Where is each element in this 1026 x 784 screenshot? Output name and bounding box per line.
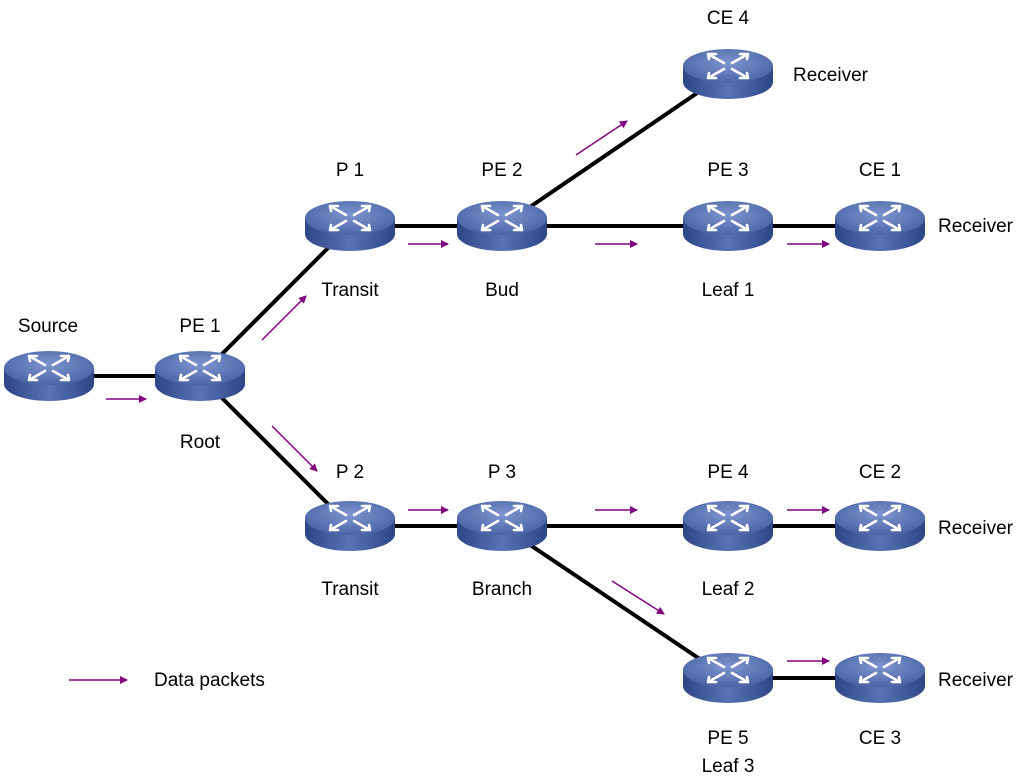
arrow-icon (271, 425, 318, 472)
router-icon-p1 (304, 199, 396, 253)
router-icon-source (3, 349, 95, 403)
device-name-p1: P 1 (336, 160, 364, 181)
arrow-icon (575, 120, 628, 156)
device-role-pe2: Bud (485, 280, 519, 301)
link-p3-pe5 (500, 524, 730, 680)
device-name-pe5: PE 5 (707, 728, 748, 749)
arrow-icon (261, 295, 307, 341)
data-packet-arrows (106, 120, 830, 665)
router-icon-ce2 (834, 499, 926, 553)
device-name-pe1: PE 1 (179, 316, 220, 337)
device-name-p3: P 3 (488, 462, 516, 483)
device-role-ce1: Receiver (938, 216, 1014, 237)
device-role-ce4: Receiver (793, 65, 869, 86)
device-role-pe4: Leaf 2 (702, 579, 755, 600)
router-icon-pe1 (154, 349, 246, 403)
device-name-ce1: CE 1 (859, 160, 901, 181)
device-name-p2: P 2 (336, 462, 364, 483)
router-icon-ce1 (834, 199, 926, 253)
device-name-pe4: PE 4 (707, 462, 749, 483)
arrow-icon (611, 580, 665, 615)
device-role-ce2: Receiver (938, 518, 1014, 539)
router-icon-ce3 (834, 651, 926, 705)
router-icon-pe3 (682, 199, 774, 253)
legend-label: Data packets (154, 670, 265, 691)
router-icon-ce4 (682, 47, 774, 101)
link-pe1-p2 (198, 374, 352, 528)
device-role-p2: Transit (321, 579, 379, 600)
device-name-pe2: PE 2 (481, 160, 522, 181)
device-name-pe3: PE 3 (707, 160, 748, 181)
device-name-source: Source (18, 316, 78, 337)
device-name-ce4: CE 4 (707, 8, 750, 29)
router-icon-p3 (456, 499, 548, 553)
router-icon-pe5 (682, 651, 774, 705)
router-icon-p2 (304, 499, 396, 553)
device-role-pe3: Leaf 1 (702, 280, 755, 301)
labels: Source PE 1 Root P 1 Transit PE 2 Bud PE… (18, 8, 1014, 777)
router-icon-pe2 (456, 199, 548, 253)
link-pe2-ce4 (500, 70, 730, 228)
device-role-pe1: Root (180, 432, 221, 453)
device-role-p3: Branch (472, 579, 532, 600)
device-role-ce3: Receiver (938, 670, 1014, 691)
legend: Data packets (69, 670, 265, 691)
device-role-p1: Transit (321, 280, 379, 301)
device-role-pe5: Leaf 3 (702, 756, 755, 777)
device-name-ce2: CE 2 (859, 462, 901, 483)
router-icon-pe4 (682, 499, 774, 553)
link-pe1-p1 (198, 224, 352, 378)
device-name-ce3: CE 3 (859, 728, 901, 749)
